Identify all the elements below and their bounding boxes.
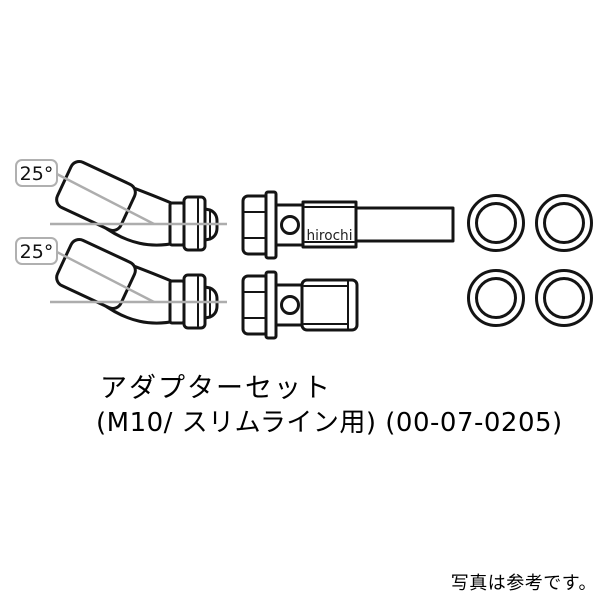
angle-label-1: 25° [20,163,54,185]
product-subtitle-part-number: (M10/ スリムライン用) (00-07-0205) [96,408,563,438]
bolt2-threaded-body [300,278,359,332]
banjo-fitting-1: 25° [14,157,229,252]
bolt1-oil-hole [280,215,300,235]
bolt2-oil-hole [280,295,300,315]
washer-4 [535,269,593,327]
washer-1 [467,194,525,252]
banjo-bolt-short [241,270,359,340]
banjo-bolt-long: hirochi [241,190,455,260]
bolt1-shaft [354,206,455,243]
watermark-text: hirochi [307,228,353,244]
banjo-fitting-2: 25° [14,235,229,330]
angle-label-2: 25° [20,241,54,263]
bolt1-sleeve [301,200,358,249]
washer-3 [467,269,525,327]
product-title: アダプターセット [100,373,332,404]
crush-washers [467,194,593,327]
reference-photo-note: 写真は参考です。 [450,573,597,594]
washer-2 [535,194,593,252]
